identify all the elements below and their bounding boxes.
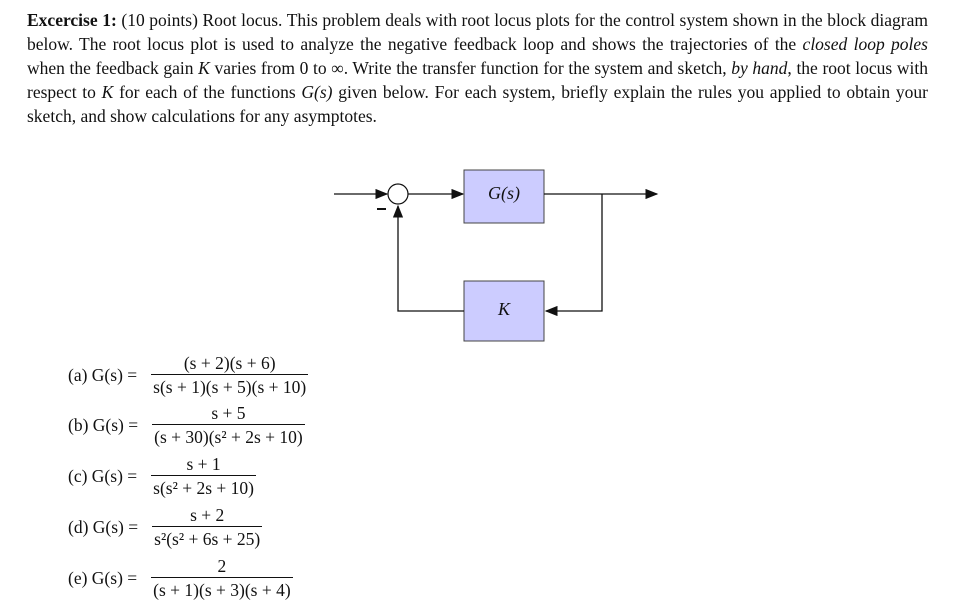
- equation-b: (b) G(s) = s + 5(s + 30)(s² + 2s + 10): [68, 399, 305, 451]
- emphasis: closed loop poles: [802, 34, 928, 54]
- denominator: (s + 1)(s + 3)(s + 4): [151, 577, 293, 601]
- emphasis: by hand: [731, 58, 788, 78]
- equation-a: (a) G(s) = (s + 2)(s + 6)s(s + 1)(s + 5)…: [68, 349, 309, 401]
- equation-e: (e) G(s) = 2(s + 1)(s + 3)(s + 4): [68, 552, 293, 604]
- math-K: K: [101, 82, 114, 102]
- problem-statement: Excercise 1: (10 points) Root locus. Thi…: [27, 8, 928, 128]
- equation-label: (e) G(s) =: [68, 567, 138, 588]
- denominator: s(s² + 2s + 10): [151, 475, 256, 499]
- g-block: [463, 169, 545, 224]
- text: for each of the functions: [113, 82, 302, 102]
- g-block-label: G(s): [488, 183, 520, 203]
- equation-label: (c) G(s) =: [68, 465, 138, 486]
- k-block: [463, 280, 545, 342]
- denominator: s²(s² + 6s + 25): [152, 526, 263, 550]
- feedback-path: [544, 194, 603, 317]
- text: when the feedback gain: [27, 58, 199, 78]
- text: Root locus. This problem deals with root…: [27, 10, 928, 54]
- feedback-return: [392, 204, 464, 312]
- denominator: (s + 30)(s² + 2s + 10): [152, 424, 305, 448]
- math-G: G(s): [301, 82, 333, 102]
- k-block-label: K: [497, 299, 510, 319]
- numerator: s + 1: [186, 454, 221, 474]
- equation-label: (d) G(s) =: [68, 516, 139, 537]
- equation-label: (b) G(s) =: [68, 414, 139, 435]
- numerator: (s + 2)(s + 6): [183, 353, 276, 373]
- summing-junction: [387, 183, 409, 205]
- text: , the root locus with respect to: [27, 58, 929, 102]
- numerator: s + 2: [190, 505, 225, 525]
- numerator: 2: [217, 556, 227, 576]
- text: varies from 0 to ∞. Write the transfer f…: [209, 58, 732, 78]
- text: given below. For each system, briefly ex…: [27, 82, 928, 126]
- exercise-heading: Excercise 1:: [27, 10, 117, 30]
- math-K: K: [198, 58, 210, 78]
- denominator: s(s + 1)(s + 5)(s + 10): [151, 374, 309, 398]
- equation-label: (a) G(s) =: [68, 364, 138, 385]
- numerator: s + 5: [211, 403, 246, 423]
- points: (10 points): [121, 10, 198, 30]
